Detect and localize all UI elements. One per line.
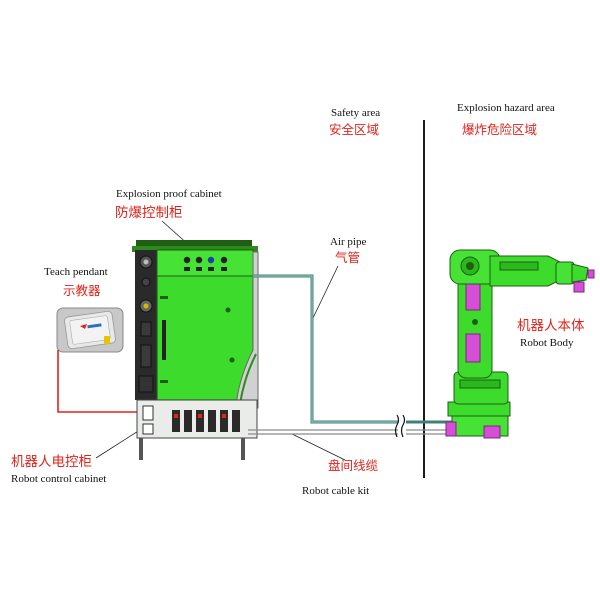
- teach-pendant-label-en: Teach pendant: [44, 266, 108, 278]
- air-pipe-label-cn: 气管: [335, 250, 360, 265]
- teach-pendant-device: [56, 307, 124, 353]
- cable-kit-label-cn: 盘间线缆: [328, 458, 379, 473]
- safety-area-label-cn: 安全区域: [329, 122, 379, 137]
- safety-area-label-en: Safety area: [331, 107, 380, 119]
- cable-kit-leader-line: [291, 433, 346, 461]
- control-cabinet-label-cn: 机器人电控柜: [11, 454, 92, 470]
- control-cabinet-leader-line: [95, 427, 144, 459]
- air-pipe-inner: [253, 275, 398, 423]
- cable-kit-label-en: Robot cable kit: [302, 485, 369, 497]
- air-pipe: [253, 274, 398, 424]
- cabinet-label-en: Explosion proof cabinet: [116, 188, 222, 200]
- hazard-area-label-en: Explosion hazard area: [457, 102, 555, 114]
- cabinet-label-cn: 防爆控制柜: [115, 205, 183, 221]
- robot-body: [445, 249, 595, 439]
- air-pipe-label-en: Air pipe: [330, 236, 366, 248]
- robot-body-label-en: Robot Body: [520, 337, 574, 349]
- control-cabinet-label-en: Robot control cabinet: [11, 473, 106, 485]
- robot-body-label-cn: 机器人本体: [517, 318, 585, 334]
- explosion-proof-cabinet: [132, 240, 259, 460]
- pendant-logo-icon: [80, 324, 87, 329]
- teach-pendant-label-cn: 示教器: [63, 283, 101, 298]
- hazard-area-label-cn: 爆炸危险区域: [462, 122, 537, 137]
- cable-break-mark: [394, 414, 406, 438]
- air-pipe-leader-line: [312, 265, 339, 319]
